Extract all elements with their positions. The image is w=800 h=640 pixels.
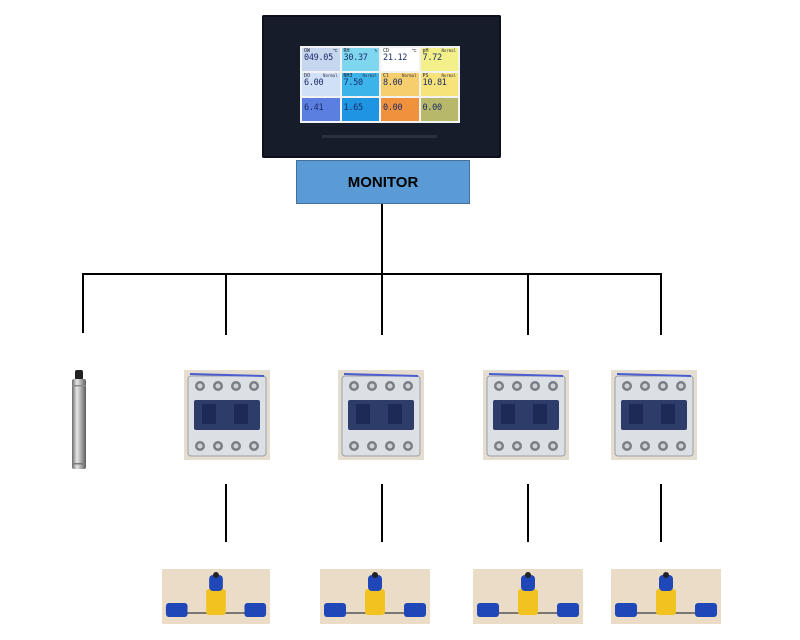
connector-trunk: [381, 204, 383, 275]
screen-cell: 0.00: [420, 98, 458, 121]
screen-cell-unit: Normal: [362, 73, 377, 78]
screen-cell-label: DO: [304, 73, 311, 79]
connector-bus: [82, 273, 662, 275]
screen-cell-unit: ℃: [333, 48, 338, 53]
screen-cell: 6.41: [302, 98, 340, 121]
screen-cell-label: NH3: [343, 73, 353, 79]
screen-cell-unit: Normal: [402, 73, 417, 78]
screen-cell-value: 8.00: [383, 78, 403, 88]
monitor-bezel: [322, 135, 437, 138]
monitor-label-box: MONITOR: [296, 160, 470, 204]
screen-cell-label: Cl: [383, 73, 390, 79]
screen-cell-label: RH: [343, 48, 350, 54]
connector-lower-3: [527, 484, 529, 542]
screen-cell-value: 6.41: [304, 103, 324, 113]
aerator-icon: [611, 569, 721, 624]
connector-drop-5: [660, 273, 662, 335]
screen-cell-unit: Normal: [441, 48, 456, 53]
connector-lower-1: [225, 484, 227, 542]
contactor-icon: [184, 370, 270, 460]
aerator-icon: [320, 569, 430, 624]
connector-drop-2: [225, 273, 227, 335]
aerator-icon: [473, 569, 583, 624]
screen-cell-value: 0.00: [422, 103, 443, 113]
aerator-icon: [162, 569, 270, 624]
screen-cell-value: 1.65: [343, 103, 364, 113]
sensor-probe-icon: [72, 370, 86, 469]
connector-lower-4: [660, 484, 662, 542]
screen-cell-unit: %: [374, 48, 377, 53]
contactor-icon: [611, 370, 697, 460]
screen-cell-label: CD: [383, 48, 390, 54]
screen-cell-value: 10.81: [422, 78, 447, 88]
screen-cell-value: 7.72: [422, 53, 443, 63]
screen-cell-value: 30.37: [343, 53, 368, 63]
screen-cell-value: 21.12: [383, 53, 408, 63]
screen-cell-unit: Normal: [323, 73, 338, 78]
screen-cell-value: 6.00: [304, 78, 324, 88]
screen-cell: 1.65: [341, 98, 379, 121]
connector-drop-1: [82, 273, 84, 333]
screen-cell-unit: ℃: [412, 48, 417, 53]
monitor-label: MONITOR: [347, 173, 419, 191]
connector-drop-3: [381, 273, 383, 335]
screen-cell-label: OW: [304, 48, 311, 54]
screen-cell-label: pH: [422, 48, 429, 54]
screen-cell: RH% 30.37: [341, 48, 379, 71]
connector-drop-4: [527, 273, 529, 335]
screen-cell: 0.00: [381, 98, 419, 121]
screen-cell-value: 0.00: [383, 103, 403, 113]
screen-cell-value: 049.05: [304, 53, 333, 63]
contactor-icon: [338, 370, 424, 460]
connector-lower-2: [381, 484, 383, 542]
screen-cell: CD ℃ 21.12: [381, 48, 419, 71]
screen-cell-label: PS: [422, 73, 429, 79]
screen-cell-unit: Normal: [441, 73, 456, 78]
screen-cell-value: 7.50: [343, 78, 364, 88]
contactor-icon: [483, 370, 569, 460]
